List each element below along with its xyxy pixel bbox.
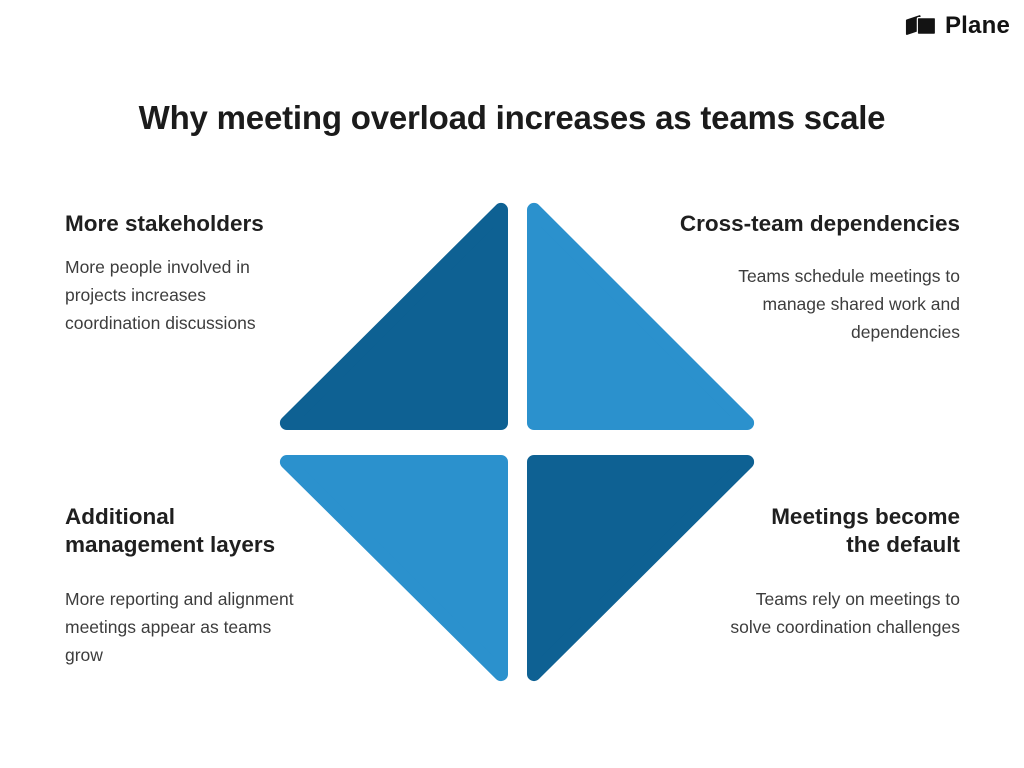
heading-line: Cross-team dependencies xyxy=(679,211,960,236)
body-line: Teams rely on meetings to xyxy=(755,589,960,609)
body-line: manage shared work and xyxy=(762,293,960,314)
body-line: More reporting and alignment xyxy=(65,589,294,609)
quadrant-body: Teams schedule meetings to manage shared… xyxy=(640,262,960,346)
body-line: projects increases xyxy=(65,284,207,305)
body-line: dependencies xyxy=(851,321,960,342)
body-line: solve coordination challenges xyxy=(730,617,960,637)
triangle-top-left xyxy=(279,202,508,430)
body-line: meetings appear as teams xyxy=(65,617,272,637)
quadrant-top-left-text: More stakeholders More people involved i… xyxy=(65,210,345,337)
body-line: coordination discussions xyxy=(65,312,256,333)
heading-line: Additional xyxy=(65,504,175,529)
quadrant-bottom-left-text: Additional management layers More report… xyxy=(65,503,365,669)
triangle-bottom-right xyxy=(527,455,755,682)
plane-logo-icon xyxy=(905,15,937,35)
body-line: Teams schedule meetings to xyxy=(738,265,960,286)
quadrant-heading: Additional management layers xyxy=(65,503,365,558)
quadrant-bottom-right-text: Meetings become the default Teams rely o… xyxy=(650,503,960,641)
heading-line: More stakeholders xyxy=(65,211,264,236)
quadrant-body: Teams rely on meetings to solve coordina… xyxy=(650,585,960,641)
quadrant-heading: Cross-team dependencies xyxy=(640,210,960,238)
quadrant-top-right-text: Cross-team dependencies Teams schedule m… xyxy=(640,210,960,346)
heading-line: the default xyxy=(846,531,960,557)
body-line: More people involved in xyxy=(65,256,250,277)
body-line: grow xyxy=(65,645,103,665)
heading-line: management layers xyxy=(65,531,276,557)
quadrant-heading: More stakeholders xyxy=(65,210,345,238)
triangle-bottom-left xyxy=(279,455,508,682)
triangle-top-right xyxy=(527,202,755,430)
brand-name: Plane xyxy=(944,12,1010,39)
page-title: Why meeting overload increases as teams … xyxy=(138,99,886,136)
quadrant-body: More reporting and alignment meetings ap… xyxy=(65,585,365,669)
diamond-diagram xyxy=(279,202,755,682)
brand-logo: Plane xyxy=(905,12,1010,40)
quadrant-body: More people involved in projects increas… xyxy=(65,253,345,337)
heading-line: Meetings become xyxy=(771,504,960,529)
quadrant-heading: Meetings become the default xyxy=(650,503,960,558)
